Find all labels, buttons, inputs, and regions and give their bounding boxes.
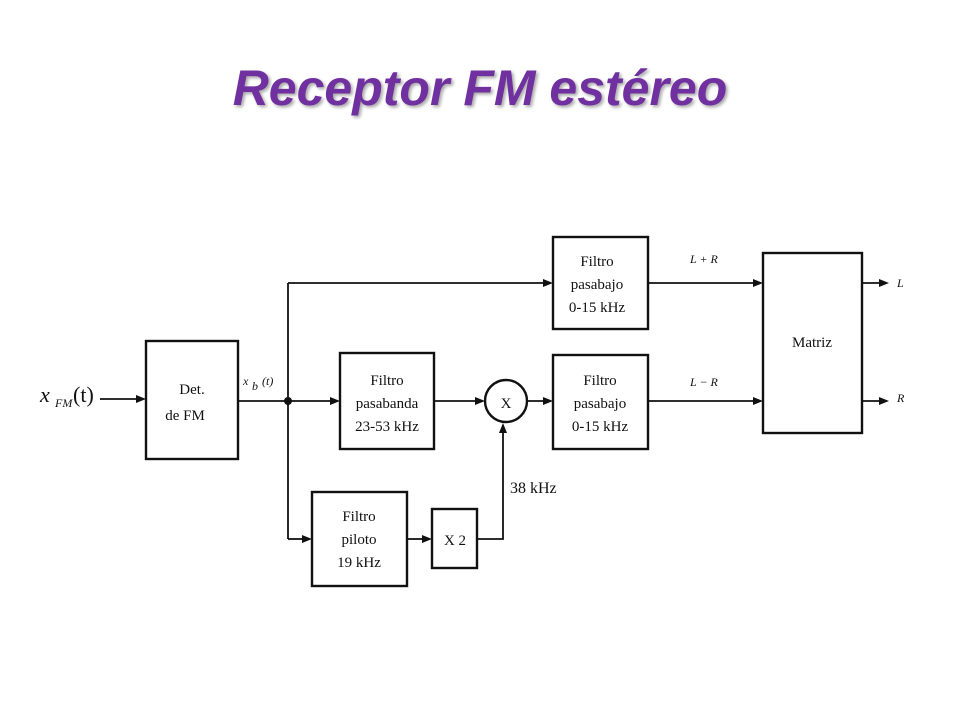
bandpass-filter-line1: Filtro [370,373,403,389]
mid-branch-arrowhead [330,397,340,405]
top-branch-arrowhead [543,279,553,287]
lowpass-filter-sum-block: Filtro pasabajo 0-15 kHz [551,235,650,331]
bandpass-filter-box [338,351,436,451]
lowpass-filter-sum-box [551,235,650,331]
baseband-paren: (t) [262,374,273,388]
frequency-doubler-label: X 2 [444,533,466,549]
matrix-block: Matriz [761,251,864,435]
input-symbol: x [39,382,50,407]
lowpass-filter-diff-line3: 0-15 kHz [572,419,629,435]
fm-detector-line1: Det. [179,382,204,398]
bandpass-filter-line3: 23-53 kHz [355,419,419,435]
lowpass-filter-diff-line2: pasabajo [574,396,626,412]
matrix-label: Matriz [792,335,832,351]
sum-signal-arrowhead [753,279,763,287]
baseband-symbol: x [242,374,249,388]
pilot-filter-box [310,490,409,588]
doubler-to-mixer-arrowhead [499,423,507,433]
lowpass-filter-diff-line1: Filtro [583,373,616,389]
doubler-to-mixer-wire [477,433,504,540]
frequency-doubler-block: X 2 [430,507,479,570]
lowpass-filter-diff-block: Filtro pasabajo 0-15 kHz [551,353,650,451]
pilot-filter-line1: Filtro [342,509,375,525]
pilot-filter-block: Filtro piloto 19 kHz [310,490,409,588]
mixer-label: X [501,396,512,412]
right-output-arrowhead [879,397,889,405]
lowpass-filter-sum-line3: 0-15 kHz [569,300,626,316]
bandpass-filter-line2: pasabanda [356,396,419,412]
right-output-label: R [896,391,905,405]
lowpass-filter-sum-line2: pasabajo [571,277,623,293]
bottom-branch-arrowhead [302,535,312,543]
lowpass-filter-diff-box [551,353,650,451]
diff-signal-label: L − R [689,375,719,389]
input-subscript: FM [54,396,73,410]
bpf-to-mixer-arrowhead [475,397,485,405]
mixer-block: X [483,378,529,424]
left-output-label: L [896,276,904,290]
pilot-filter-line3: 19 kHz [337,555,381,571]
bandpass-filter-block: Filtro pasabanda 23-53 kHz [338,351,436,451]
left-output-arrowhead [879,279,889,287]
carrier-frequency-label: 38 kHz [510,480,557,497]
input-signal-label: x FM (t) [39,382,94,410]
matrix-box [761,251,864,435]
input-paren: (t) [73,382,94,407]
fm-detector-block: Det. de FM [144,339,240,461]
sum-signal-label: L + R [689,252,719,266]
input-arrowhead [136,395,146,403]
frequency-doubler-box [430,507,479,570]
mixer-to-lpf-arrowhead [543,397,553,405]
fm-detector-line2: de FM [165,408,205,424]
pilot-filter-line2: piloto [341,532,376,548]
lowpass-filter-sum-line1: Filtro [580,254,613,270]
diff-signal-arrowhead [753,397,763,405]
fm-detector-box [144,339,240,461]
page-title: Receptor FM estéreo [232,60,728,116]
pilot-to-doubler-arrowhead [422,535,432,543]
baseband-subscript: b [252,379,258,393]
baseband-signal-label: x b (t) [242,374,273,393]
